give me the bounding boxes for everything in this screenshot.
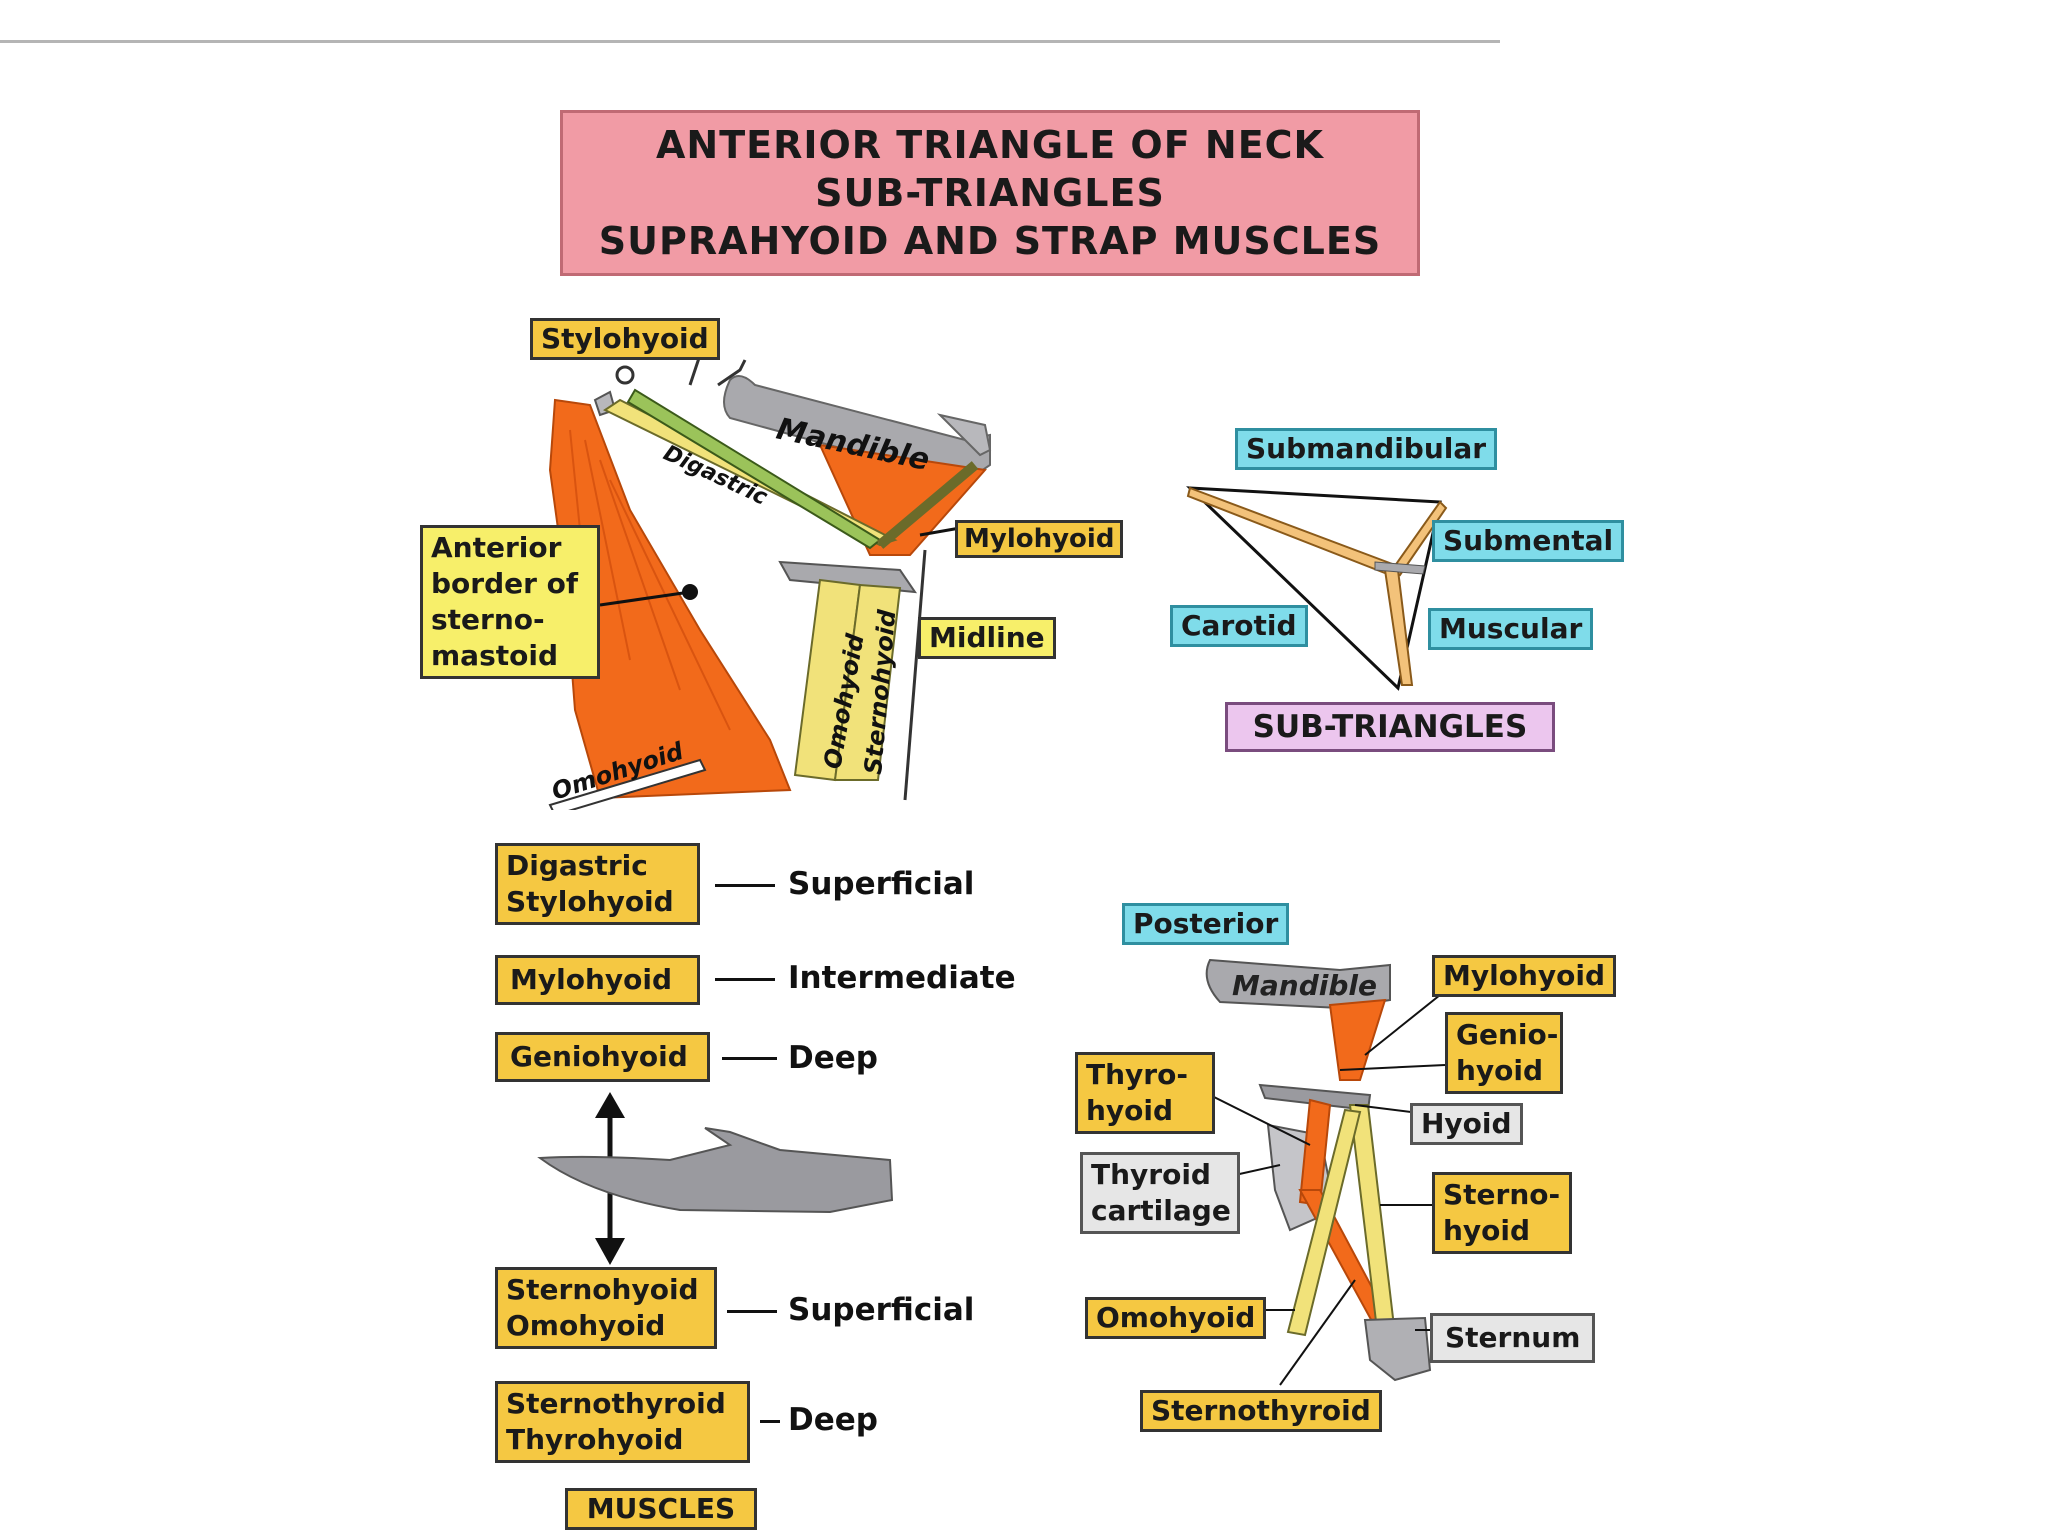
anterior-border-label: Anterior border of sterno-mastoid <box>420 525 600 679</box>
strap-muscles-illustration: Mandible <box>1205 958 1446 1386</box>
geniohyoid-label: Geniohyoid <box>495 1032 710 1082</box>
layer-superficial-2: Superficial <box>788 1292 975 1328</box>
muscular-label: Muscular <box>1428 608 1594 650</box>
layer-superficial-1: Superficial <box>788 866 975 902</box>
mandible-bone <box>1205 958 1391 1010</box>
sternum-bone <box>1363 1316 1432 1382</box>
mandible-label-2: Mandible <box>1232 969 1377 1002</box>
mylohyoid-br-label: Mylohyoid <box>1432 955 1617 997</box>
omohyoid-br-label: Omohyoid <box>1085 1297 1267 1339</box>
title-line-3: SUPRAHYOID AND STRAP MUSCLES <box>598 219 1382 263</box>
stylohyoid-muscle <box>626 388 882 550</box>
connector-line <box>715 884 775 887</box>
omohyoid-inferior-belly <box>548 758 707 810</box>
layer-deep-1: Deep <box>788 1040 878 1076</box>
layer-deep-2: Deep <box>788 1402 878 1438</box>
digastric-anterior-belly <box>1186 486 1397 577</box>
title-line-1: ANTERIOR TRIANGLE OF NECK <box>656 123 1324 167</box>
muscles-caption: MUSCLES <box>565 1488 757 1530</box>
midline-label: Midline <box>918 617 1056 659</box>
connector-line <box>722 1057 777 1060</box>
mylohyoid-top-label: Mylohyoid <box>955 520 1124 558</box>
connector-line <box>727 1310 777 1313</box>
sternothyroid-br-label: Sternothyroid <box>1140 1390 1382 1432</box>
top-divider-line <box>0 40 1500 43</box>
layer-intermediate: Intermediate <box>788 960 1016 996</box>
hyoid-bone-illustration <box>537 1092 894 1265</box>
posterior-label: Posterior <box>1122 903 1290 945</box>
sub-triangles-diagram <box>1186 486 1448 691</box>
connector-line <box>715 978 775 981</box>
title-box: ANTERIOR TRIANGLE OF NECK SUB-TRIANGLES … <box>560 110 1420 276</box>
geniohyoid-br-label: Genio-hyoid <box>1445 1012 1563 1094</box>
sternohyoid-br-label: Sterno-hyoid <box>1432 1172 1572 1254</box>
sternum-label: Sternum <box>1430 1313 1595 1363</box>
connector-line <box>760 1420 780 1423</box>
submental-label: Submental <box>1432 520 1625 562</box>
hyoid-bone <box>778 560 918 594</box>
sub-triangles-caption: SUB-TRIANGLES <box>1225 702 1555 752</box>
hyoid-bone <box>537 1127 894 1214</box>
neck-triangle-illustration: Mandible Digastric Omohyoid Sternohyoid … <box>548 354 992 810</box>
hyoid-br-label: Hyoid <box>1410 1103 1523 1145</box>
omohyoid-muscle <box>1286 1108 1362 1337</box>
stylohyoid-label: Stylohyoid <box>530 318 720 360</box>
title-line-2: SUB-TRIANGLES <box>815 171 1165 215</box>
thyrohyoid-br-label: Thyro-hyoid <box>1075 1052 1215 1134</box>
omohyoid-superior-belly <box>1383 569 1414 686</box>
mylohyoid-label: Mylohyoid <box>495 955 700 1005</box>
carotid-label: Carotid <box>1170 605 1308 647</box>
sternohyoid-strap-muscle <box>833 583 902 781</box>
submandibular-label: Submandibular <box>1235 428 1498 470</box>
